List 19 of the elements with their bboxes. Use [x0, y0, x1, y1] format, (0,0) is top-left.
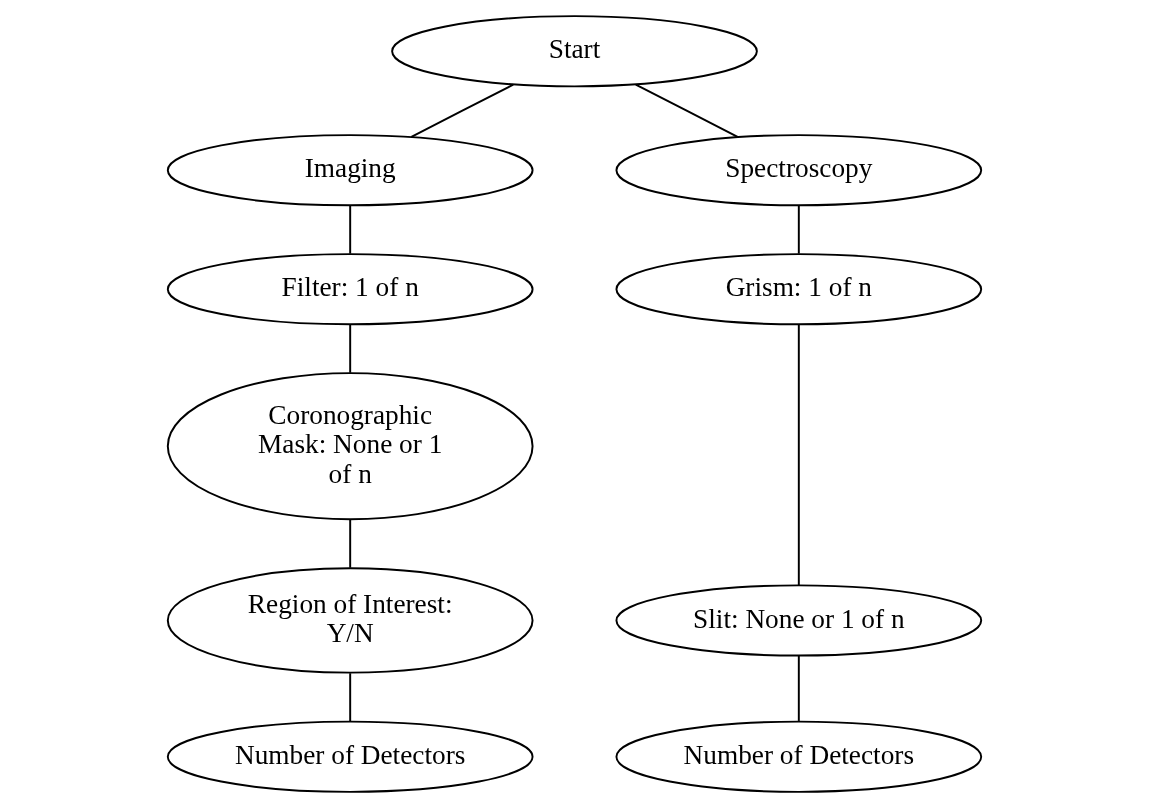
- node-ellipse: Region of Interest: Y/N: [166, 567, 534, 674]
- connector: [349, 204, 352, 255]
- connector: [797, 204, 800, 255]
- node-ellipse: Coronographic Mask: None or 1 of n: [166, 372, 534, 521]
- node-ellipse: Grism: 1 of n: [615, 253, 983, 326]
- connector: [797, 654, 800, 722]
- node-ellipse: Start: [391, 15, 758, 88]
- node-ellipse: Number of Detectors: [166, 720, 534, 793]
- node-ellipse: Slit: None or 1 of n: [615, 584, 983, 657]
- node-ellipse: Spectroscopy: [615, 134, 983, 207]
- connector: [349, 518, 352, 569]
- connector: [349, 323, 352, 374]
- connector: [797, 323, 800, 587]
- connector: [349, 672, 352, 723]
- connector: [634, 83, 739, 138]
- node-ellipse: Imaging: [166, 134, 534, 207]
- node-ellipse: Filter: 1 of n: [166, 253, 534, 326]
- connector: [410, 83, 515, 138]
- node-ellipse: Number of Detectors: [615, 720, 983, 793]
